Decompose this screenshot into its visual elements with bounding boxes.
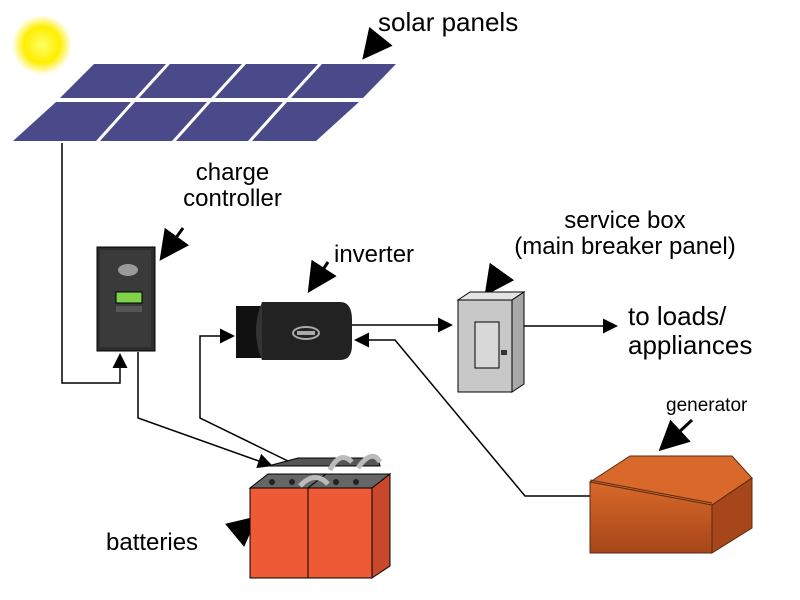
charge-controller-icon xyxy=(96,246,156,352)
to-loads-label-line2: appliances xyxy=(628,329,753,360)
service-box-label: service box (main breaker panel) xyxy=(470,207,780,261)
generator-icon xyxy=(588,455,753,554)
service-box-icon xyxy=(456,291,526,393)
generator-label: generator xyxy=(666,395,748,416)
charge-controller-label-line2: controller xyxy=(183,185,282,213)
inverter-icon xyxy=(236,302,352,360)
wiring xyxy=(61,143,618,497)
sun-icon xyxy=(12,15,72,75)
solar-panels-label: solar panels xyxy=(378,7,519,37)
service-box-label-line2: (main breaker panel) xyxy=(514,233,736,261)
charge-controller-label-line1: charge xyxy=(195,159,270,186)
inverter-label: inverter xyxy=(334,241,415,268)
solar-panel-icon xyxy=(8,62,400,143)
charge-controller-label: charge controller xyxy=(160,159,305,213)
service-box-label-line1: service box xyxy=(564,207,686,234)
to-loads-label-line1: to loads/ xyxy=(628,301,727,331)
battery-icon xyxy=(248,453,392,579)
to-loads-label: to loads/ appliances xyxy=(628,302,752,359)
batteries-label: batteries xyxy=(106,529,199,556)
